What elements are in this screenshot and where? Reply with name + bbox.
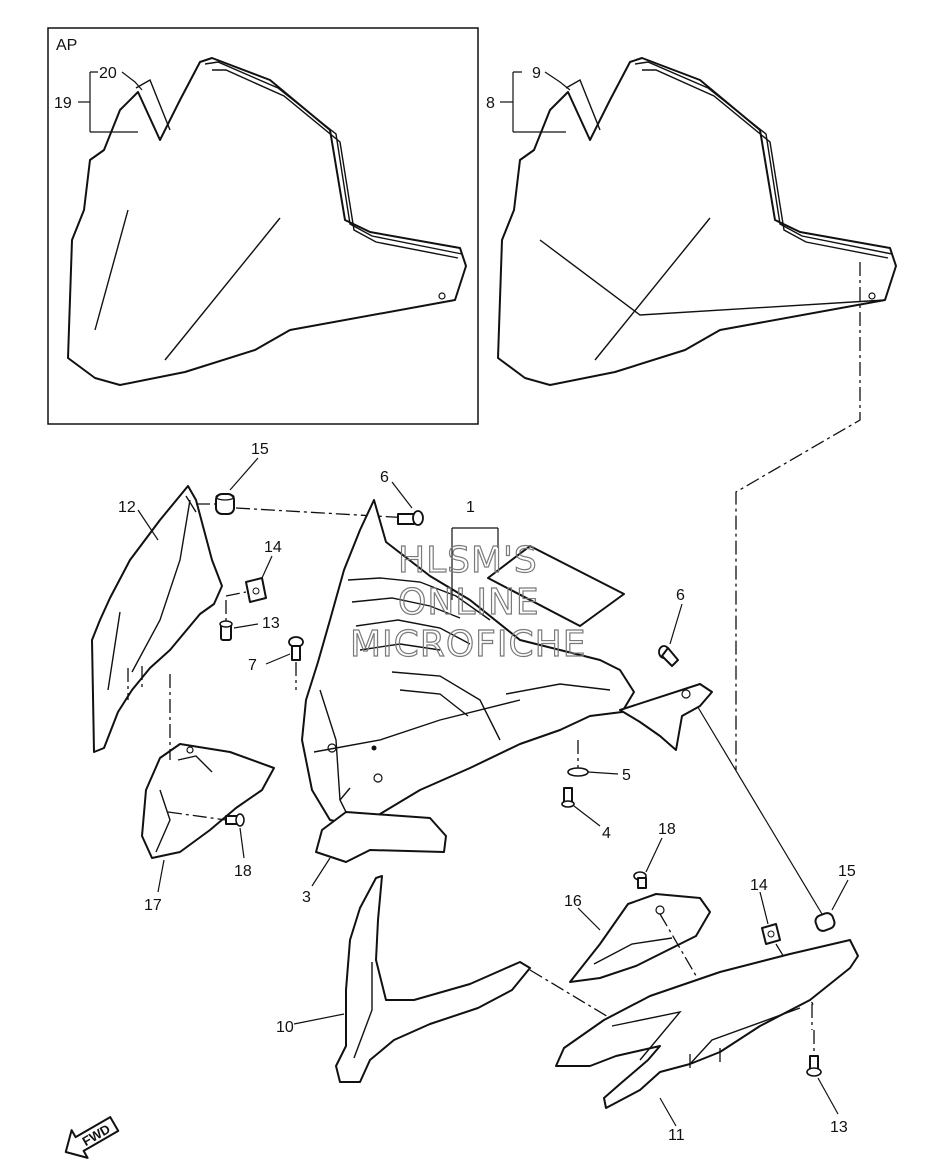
callout-15a: 15	[251, 441, 269, 458]
washer-5: 5	[567, 740, 631, 784]
grommet-15-top: 15	[196, 441, 411, 519]
windscreen-main: 8 9	[486, 57, 897, 386]
grommet-15-right: 15	[814, 863, 856, 932]
callout-15b: 15	[838, 863, 856, 880]
callout-18a: 18	[234, 863, 252, 880]
alignment-line-windscreen	[735, 262, 861, 770]
callout-10: 10	[276, 1019, 294, 1036]
callout-1: 1	[466, 499, 475, 516]
callout-4: 4	[602, 825, 611, 842]
callout-11: 11	[668, 1127, 685, 1144]
side-cover-17: 17	[141, 674, 275, 914]
screw-7: 7	[248, 636, 304, 690]
air-duct-3: 3	[302, 787, 447, 906]
callout-20: 20	[99, 65, 117, 82]
callout-19: 19	[54, 95, 72, 112]
screw-18-right: 18	[633, 821, 676, 889]
callout-12: 12	[118, 499, 136, 516]
callout-6b: 6	[676, 587, 685, 604]
watermark-line-2: ONLINE	[398, 582, 540, 623]
screw-6-top: 6	[380, 469, 424, 526]
nut-14-right: 14	[750, 877, 815, 1007]
callout-18b: 18	[658, 821, 676, 838]
screw-4: 4	[561, 787, 611, 842]
callout-13b: 13	[830, 1119, 848, 1136]
nut-14-left: 14	[225, 539, 282, 603]
callout-3: 3	[302, 889, 311, 906]
callout-5: 5	[622, 767, 631, 784]
screw-18-left: 18	[225, 813, 252, 880]
screw-13-left: 13	[219, 600, 280, 641]
callout-7: 7	[248, 657, 257, 674]
lower-fairing-10: 10	[276, 875, 611, 1083]
inset-ap-box: AP 19 20	[47, 27, 479, 425]
watermark: HLSM'S ONLINE MICROFICHE	[349, 539, 586, 665]
callout-8: 8	[486, 95, 495, 112]
callout-16: 16	[564, 893, 582, 910]
side-panel-left: 12	[91, 485, 223, 753]
callout-13a: 13	[262, 615, 280, 632]
windscreen-inset	[67, 57, 467, 386]
callout-14a: 14	[264, 539, 282, 556]
inner-cowling-2	[301, 499, 635, 827]
callout-14b: 14	[750, 877, 768, 894]
screw-6-right: 6	[658, 587, 823, 915]
screw-13-right: 13	[806, 1030, 848, 1136]
cowling-bracket-right	[619, 683, 713, 751]
lower-fairing-11: 11	[555, 939, 859, 1144]
watermark-line-1: HLSM'S	[398, 540, 538, 581]
callout-17: 17	[144, 897, 162, 914]
inset-label: AP	[56, 37, 77, 54]
callout-6a: 6	[380, 469, 389, 486]
sticker-plate-1: 1	[451, 499, 625, 627]
watermark-line-3: MICROFICHE	[350, 624, 586, 665]
callout-9: 9	[532, 65, 541, 82]
fwd-arrow: FWD	[64, 1116, 120, 1159]
small-cover-16: 16	[564, 893, 717, 1011]
